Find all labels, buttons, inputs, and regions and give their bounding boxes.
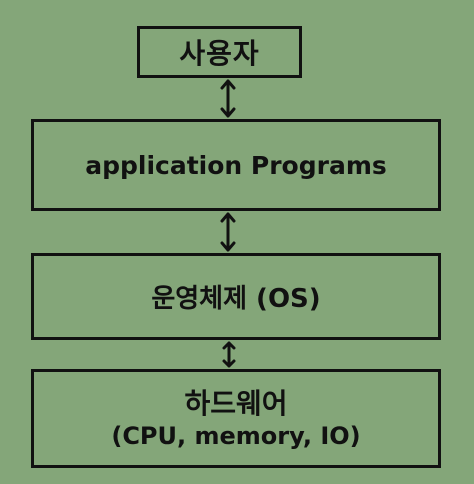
app-os-bidirectional-arrow-icon bbox=[220, 212, 236, 252]
os-layer-label: 운영체제 (OS) bbox=[151, 284, 321, 314]
hardware-layer-box: 하드웨어 (CPU, memory, IO) bbox=[31, 369, 441, 468]
user-layer-box: 사용자 bbox=[137, 26, 302, 78]
hardware-layer-label: 하드웨어 bbox=[184, 387, 288, 420]
hardware-layer-sublabel: (CPU, memory, IO) bbox=[111, 422, 361, 450]
os-layer-box: 운영체제 (OS) bbox=[31, 253, 441, 340]
application-layer-label: application Programs bbox=[85, 150, 387, 180]
application-layer-box: application Programs bbox=[31, 119, 441, 211]
user-app-bidirectional-arrow-icon bbox=[220, 79, 236, 118]
user-layer-label: 사용자 bbox=[179, 37, 260, 70]
os-hardware-bidirectional-arrow-icon bbox=[222, 341, 236, 368]
